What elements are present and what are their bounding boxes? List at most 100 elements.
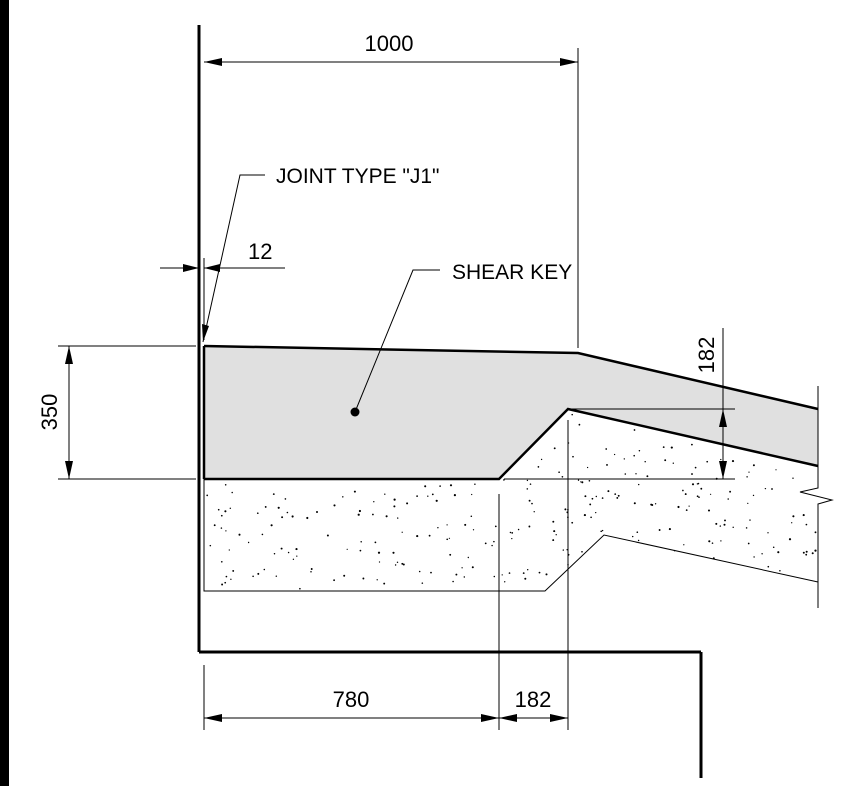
stipple-dot	[691, 483, 695, 486]
stipple-dot	[228, 549, 230, 551]
stipple-dot	[533, 511, 535, 513]
leader-line	[354, 269, 440, 413]
stipple-dot	[668, 528, 671, 531]
stipple-dot	[670, 446, 673, 449]
arrow-head	[202, 324, 209, 342]
stipple-dot	[501, 574, 503, 576]
stipple-dot	[638, 449, 641, 452]
stipple-dot	[696, 495, 699, 498]
stipple-dot	[682, 489, 684, 492]
stipple-dot	[748, 471, 750, 473]
stipple-dot	[449, 553, 452, 556]
stipple-dot	[561, 475, 564, 478]
stipple-dot	[581, 550, 583, 553]
arrow-head	[204, 58, 222, 66]
stipple-dot	[343, 574, 346, 577]
stipple-dot	[814, 549, 817, 552]
stipple-dot	[461, 567, 463, 569]
stipple-dot	[749, 519, 751, 521]
stipple-dot	[528, 525, 531, 528]
stipple-dot	[562, 549, 564, 551]
stipple-dot	[595, 511, 597, 514]
stipple-dot	[509, 531, 512, 534]
stipple-dot	[637, 539, 640, 542]
stipple-dot	[455, 573, 458, 576]
stipple-dot	[724, 519, 726, 522]
stipple-dot	[416, 535, 419, 538]
stipple-dot	[715, 522, 718, 525]
stipple-dot	[333, 504, 336, 507]
stipple-dot	[316, 511, 318, 513]
stipple-dot	[291, 515, 294, 518]
dim-joint-gap: 12	[160, 239, 285, 340]
stipple-dot	[448, 537, 451, 539]
stipple-dot	[727, 498, 729, 500]
stipple-dot	[613, 453, 616, 456]
stipple-dot	[590, 516, 592, 519]
stipple-dot	[464, 523, 467, 526]
dim-bottom: 780 182	[203, 420, 569, 730]
stipple-dot	[792, 477, 794, 479]
stipple-dot	[270, 524, 273, 527]
dim-text: 182	[515, 687, 552, 712]
stipple-dot	[511, 538, 513, 540]
stipple-dot	[685, 509, 688, 511]
stipple-dot	[805, 550, 808, 553]
stipple-dot	[428, 534, 431, 537]
stipple-dot	[272, 493, 275, 495]
stipple-dot	[731, 460, 735, 463]
stipple-dot	[571, 413, 573, 416]
stipple-dot	[600, 530, 603, 533]
stipple-dot	[504, 581, 506, 583]
stipple-dot	[358, 509, 361, 513]
arrow-head	[719, 461, 727, 479]
stipple-dot	[747, 502, 749, 505]
stipple-dot	[729, 490, 732, 493]
stipple-dot	[673, 549, 676, 552]
stipple-dot	[745, 527, 748, 529]
stipple-dot	[814, 531, 817, 534]
stipple-dot	[688, 505, 690, 507]
dim-slab-height: 350	[37, 345, 196, 480]
stipple-dot	[484, 542, 487, 545]
stipple-dot	[788, 538, 792, 541]
stipple-dot	[437, 527, 439, 529]
stipple-dot	[217, 508, 220, 511]
stipple-dot	[581, 481, 584, 484]
stipple-dot	[526, 479, 529, 482]
stipple-dot	[614, 493, 617, 495]
stipple-dot	[277, 506, 280, 509]
stipple-dot	[472, 529, 475, 531]
stipple-dot	[439, 485, 441, 487]
stipple-dot	[231, 491, 233, 494]
stipple-dot	[684, 493, 687, 496]
stipple-dot	[658, 529, 661, 531]
stipple-dot	[709, 493, 712, 495]
stipple-dot	[712, 557, 715, 560]
stipple-dot	[583, 514, 586, 517]
stipple-dot	[220, 560, 223, 563]
stipple-dot	[677, 505, 680, 509]
stipple-dot	[421, 582, 424, 584]
stipple-dot	[452, 580, 454, 583]
stipple-dot	[698, 496, 700, 499]
stipple-dot	[580, 481, 582, 483]
stipple-dot	[616, 496, 619, 499]
stipple-dot	[538, 571, 541, 574]
stipple-dot	[435, 499, 438, 502]
stipple-dot	[394, 564, 397, 566]
stipple-dot	[416, 495, 418, 497]
stipple-dot	[636, 531, 639, 534]
concrete-infill-outline	[204, 409, 818, 591]
concrete-stipple-dots	[206, 413, 817, 590]
stipple-dot	[719, 525, 722, 527]
stipple-dot	[764, 487, 767, 490]
stipple-dot	[373, 501, 375, 503]
stipple-dot	[588, 479, 591, 482]
stipple-dot	[617, 494, 620, 497]
stipple-dot	[553, 447, 556, 450]
stipple-dot	[470, 515, 473, 518]
stipple-dot	[752, 464, 755, 467]
dim-slope-rise: 182	[504, 328, 735, 480]
stipple-dot	[767, 532, 769, 534]
